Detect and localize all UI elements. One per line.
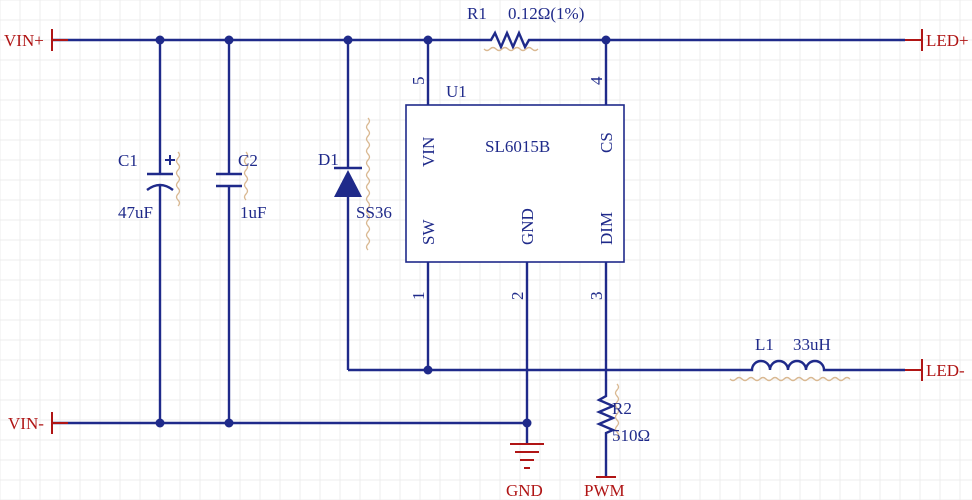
junction-dot xyxy=(343,35,353,45)
r2-ref: R2 xyxy=(612,399,632,418)
highlight-squiggle xyxy=(483,46,539,52)
r1-ref: R1 xyxy=(467,4,487,23)
ground-symbol: GND xyxy=(506,443,544,500)
junction-dot xyxy=(601,35,611,45)
c1-plate-bottom xyxy=(146,183,174,191)
inductor-l1[interactable]: L1 33uH xyxy=(728,335,855,382)
pin1-number: 1 xyxy=(409,292,428,301)
pin3-number: 3 xyxy=(587,292,606,301)
r1-value: 0.12Ω(1%) xyxy=(508,4,584,23)
port-vin-pos[interactable]: VIN+ xyxy=(4,29,68,51)
pin-name-gnd: GND xyxy=(518,208,537,245)
port-vin-neg[interactable]: VIN- xyxy=(8,412,68,434)
junction-dot xyxy=(423,365,433,375)
junction-dot xyxy=(155,418,165,428)
d1-triangle xyxy=(334,170,362,197)
pin-name-dim: DIM xyxy=(597,212,616,245)
r2-value: 510Ω xyxy=(612,426,650,445)
inductor-l1-symbol xyxy=(728,359,855,372)
highlight-squiggle xyxy=(614,383,620,439)
port-led-pos-symbol xyxy=(905,29,923,51)
highlight-squiggle xyxy=(729,376,851,382)
wires xyxy=(52,38,905,477)
port-led-pos[interactable]: LED+ xyxy=(905,29,969,51)
port-vin-neg-label: VIN- xyxy=(8,414,44,433)
ic-u1-body xyxy=(405,104,625,263)
capacitor-c1[interactable]: C1 47uF xyxy=(118,151,181,222)
highlight-squiggle xyxy=(175,151,181,207)
u1-part-name: SL6015B xyxy=(485,137,550,156)
port-pwm[interactable]: PWM xyxy=(584,476,625,500)
highlight-squiggle xyxy=(243,151,249,201)
c2-ref: C2 xyxy=(238,151,258,170)
port-vin-neg-symbol xyxy=(51,412,68,434)
junctions xyxy=(155,35,611,428)
u1-ref: U1 xyxy=(446,82,467,101)
port-vin-pos-label: VIN+ xyxy=(4,31,44,50)
junction-dot xyxy=(224,418,234,428)
l1-ref: L1 xyxy=(755,335,774,354)
c2-value: 1uF xyxy=(240,203,266,222)
port-pwm-label: PWM xyxy=(584,481,625,500)
junction-dot xyxy=(423,35,433,45)
junction-dot xyxy=(224,35,234,45)
port-led-neg-label: LED- xyxy=(926,361,965,380)
port-led-pos-label: LED+ xyxy=(926,31,969,50)
pin2-number: 2 xyxy=(508,292,527,301)
pin-name-cs: CS xyxy=(597,132,616,153)
pin-name-vin: VIN xyxy=(419,137,438,167)
pin5-number: 5 xyxy=(409,77,428,86)
c1-ref: C1 xyxy=(118,151,138,170)
junction-dot xyxy=(522,418,532,428)
ground-label: GND xyxy=(506,481,543,500)
capacitor-c2[interactable]: C2 1uF xyxy=(216,151,266,222)
port-led-neg-symbol xyxy=(905,359,923,381)
ground-icon xyxy=(510,443,544,469)
highlight-squiggle xyxy=(365,117,371,251)
resistor-r2-symbol xyxy=(595,392,617,437)
d1-ref: D1 xyxy=(318,150,339,169)
diode-d1[interactable]: D1 SS36 xyxy=(318,117,392,251)
resistor-r2[interactable]: R2 510Ω xyxy=(595,383,650,445)
junction-dot xyxy=(155,35,165,45)
pin-name-sw: SW xyxy=(419,219,438,245)
pin4-number: 4 xyxy=(587,76,606,85)
port-vin-pos-symbol xyxy=(51,29,68,51)
port-led-neg[interactable]: LED- xyxy=(905,359,965,381)
c1-plus-icon xyxy=(165,155,175,165)
d1-value: SS36 xyxy=(356,203,392,222)
ic-u1[interactable]: U1 SL6015B 5 4 1 2 3 VIN CS SW GND DIM xyxy=(405,76,625,301)
l1-value: 33uH xyxy=(793,335,831,354)
resistor-r1-symbol xyxy=(487,29,535,51)
c1-value: 47uF xyxy=(118,203,153,222)
resistor-r1[interactable]: R1 0.12Ω(1%) xyxy=(467,4,584,52)
